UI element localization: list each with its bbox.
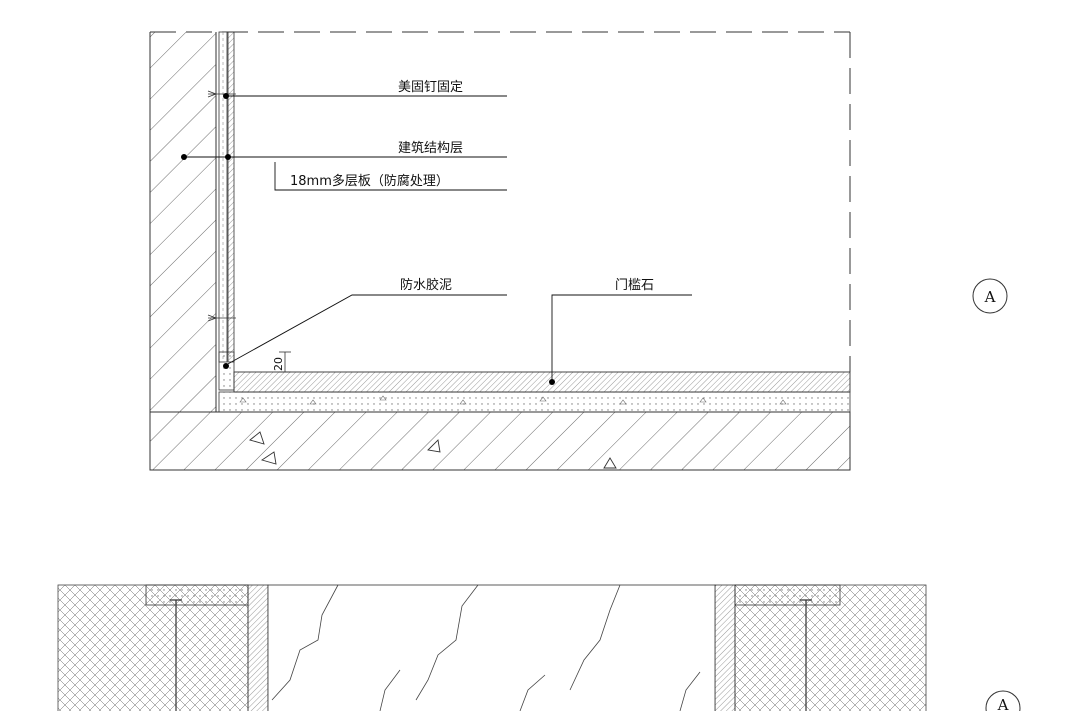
dimension-20: 20 <box>272 351 291 373</box>
label-threshold: 门槛石 <box>615 278 654 293</box>
post-left <box>170 599 182 711</box>
cap-right <box>734 584 841 606</box>
aggregate-marks <box>239 395 787 405</box>
post-right <box>800 599 812 711</box>
frame-left <box>247 584 269 711</box>
marble-veins <box>271 584 701 711</box>
callout-bubble-a-bottom: A <box>985 690 1021 711</box>
structural-wall <box>150 32 216 412</box>
callout-text: A <box>984 288 996 306</box>
threshold-stone <box>233 371 851 393</box>
wall-block-right <box>734 584 927 711</box>
slab-aggregate <box>249 431 617 469</box>
frame-right <box>714 584 736 711</box>
leaders <box>184 95 692 382</box>
fixing-nail-1 <box>207 90 236 98</box>
mortar-bed <box>218 391 851 413</box>
finish-layer <box>227 31 235 363</box>
label-fixing: 美固钉固定 <box>398 80 463 95</box>
fixing-nail-2 <box>207 314 236 322</box>
cap-left <box>145 584 249 606</box>
label-sealant: 防水胶泥 <box>400 277 452 293</box>
section-detail-top: 20 美固钉固定 建筑结构层 18mm多层板（防腐处理） 防水胶泥 门槛石 A <box>149 31 1008 471</box>
plan-detail-bottom: A <box>57 584 1021 711</box>
stone-threshold-plan <box>267 584 716 711</box>
label-structure: 建筑结构层 <box>398 140 463 156</box>
callout-bubble-a: A <box>972 278 1008 314</box>
leader-dots <box>181 93 555 385</box>
callout-text-bottom: A <box>997 696 1009 711</box>
dimension-text: 20 <box>272 357 285 371</box>
floor-slab <box>149 411 851 471</box>
waterproof-sealant <box>218 351 235 391</box>
label-plywood: 18mm多层板（防腐处理） <box>290 173 449 189</box>
